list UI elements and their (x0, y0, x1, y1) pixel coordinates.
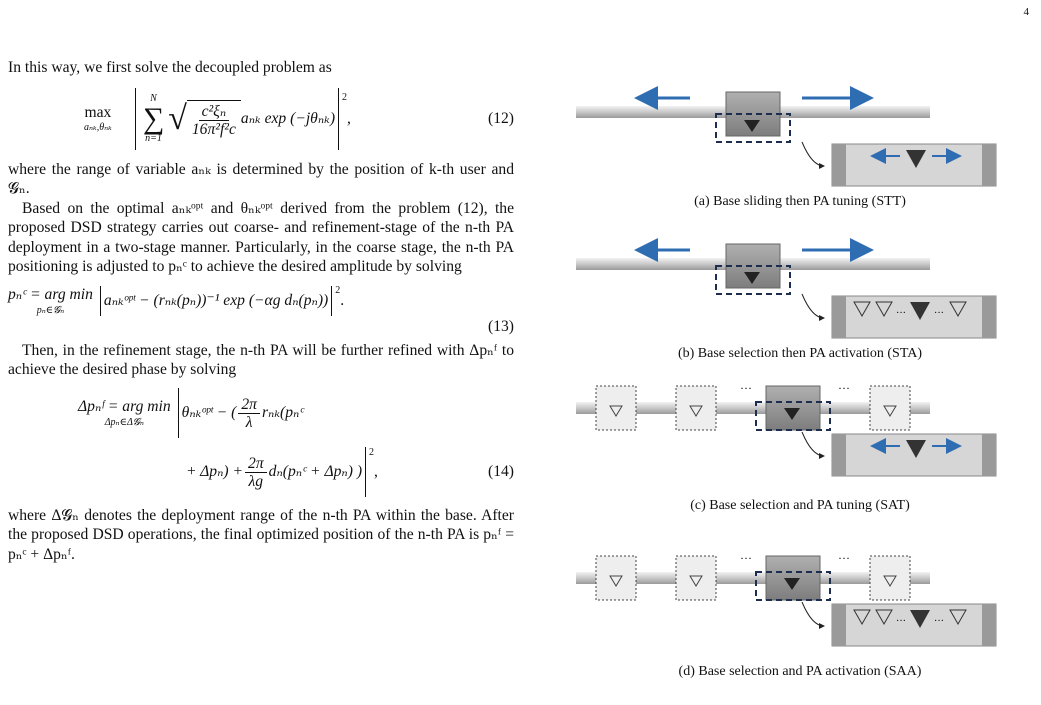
panel-a (576, 86, 997, 187)
paragraph-coarse: Based on the optimal aₙₖᵒᵖᵗ and θₙₖᵒᵖᵗ d… (8, 199, 514, 276)
ellipsis-d1: ··· (740, 551, 752, 565)
panel-c: ··· ··· (576, 381, 997, 477)
panel-b: ··· ··· (576, 238, 997, 339)
eq12-sum: N ∑ n=1 (142, 92, 165, 144)
eq12-number: (12) (488, 109, 514, 127)
paragraph-range: where the range of variable aₙₖ is deter… (8, 160, 514, 198)
eq12-tail: aₙₖ exp (−jθₙₖ) (240, 109, 336, 127)
zoom-box-b (715, 265, 791, 295)
deployment-figure: ··· ··· ··· ··· (570, 80, 1030, 700)
ellipsis-c1: ··· (740, 381, 752, 395)
pa-icon-zoom (906, 150, 926, 168)
page-number: 4 (1023, 6, 1030, 18)
paragraph-final: where Δ𝓖ₙ denotes the deployment range o… (8, 506, 514, 563)
ellipsis-b2: ··· (934, 308, 944, 319)
ellipsis-b1: ··· (896, 308, 906, 319)
equation-12: max aₙₖ,θₙₖ N ∑ n=1 √ c²ξₙ 16π²f²c aₙₖ e… (8, 82, 514, 156)
text-column: In this way, we first solve the decouple… (8, 58, 514, 564)
caption-c: (c) Base selection and PA tuning (SAT) (690, 498, 910, 513)
panel-d: ··· ··· ··· ··· (576, 551, 997, 647)
zoom-box-a (715, 113, 791, 143)
zoom-box-d (755, 571, 831, 601)
eq12-max: max aₙₖ,θₙₖ (84, 103, 112, 134)
eq13-number: (13) (488, 318, 514, 335)
ellipsis-c2: ··· (838, 381, 850, 395)
ellipsis-d2: ··· (838, 551, 850, 565)
deployment-diagram: ··· ··· ··· ··· (576, 86, 997, 647)
caption-d: (d) Base selection and PA activation (SA… (678, 664, 922, 679)
eq14-number: (14) (488, 463, 514, 481)
ellipsis-d3: ··· (896, 616, 906, 627)
paragraph-intro: In this way, we first solve the decouple… (8, 59, 332, 76)
paragraph-refine: Then, in the refinement stage, the n-th … (8, 341, 514, 379)
equation-13: pₙᶜ = arg min pₙ∈𝓖ₙ aₙₖᵒᵖᵗ − (rₙₖ(pₙ))⁻¹… (8, 284, 514, 336)
caption-a: (a) Base sliding then PA tuning (STT) (694, 194, 906, 209)
caption-b: (b) Base selection then PA activation (S… (677, 346, 923, 361)
rail-c (576, 402, 930, 414)
ellipsis-d4: ··· (934, 616, 944, 627)
pa-icon (744, 120, 760, 132)
rail-d (576, 572, 930, 584)
zoom-box-c (755, 401, 831, 431)
